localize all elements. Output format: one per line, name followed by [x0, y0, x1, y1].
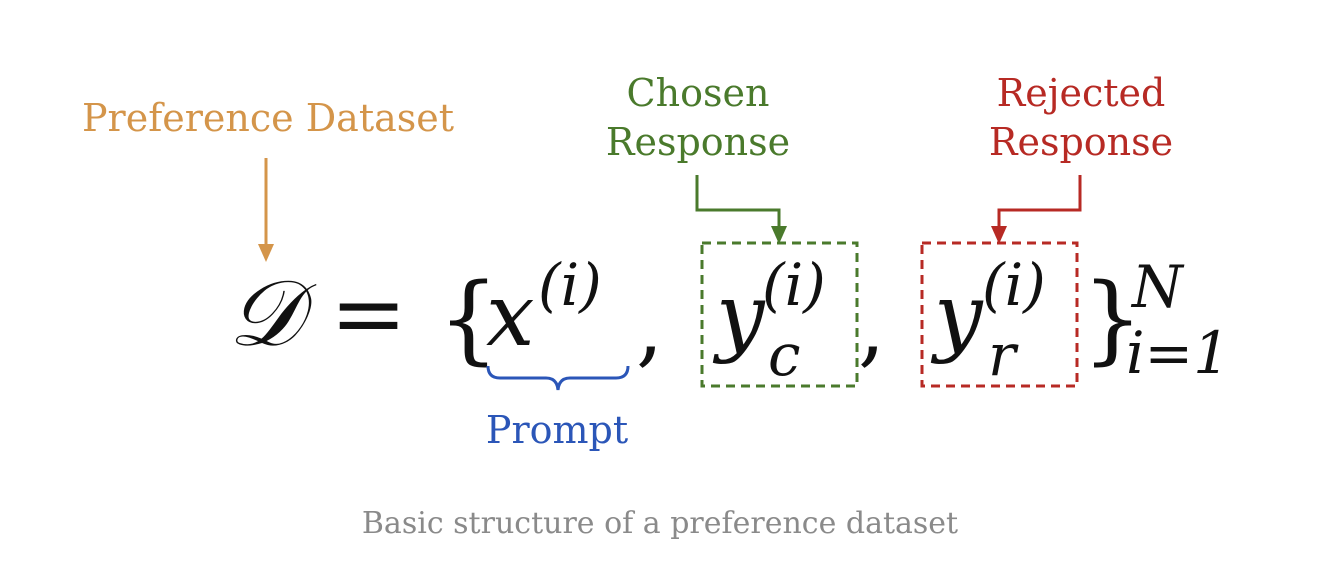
lower-limit: i=1 [1126, 319, 1230, 387]
rejected-label-line2: Response [989, 120, 1173, 164]
chosen-label-line1: Chosen [627, 71, 770, 115]
rejected-response-box [920, 241, 1079, 388]
chosen-label-line2: Response [606, 120, 790, 164]
comma-2: , [858, 277, 885, 377]
rejected-label-line1: Rejected [997, 71, 1166, 115]
rejected-arrow-line [997, 175, 1082, 228]
chosen-variable-y: y [712, 266, 766, 366]
prompt-variable-x: x [486, 266, 535, 366]
upper-limit: N [1130, 253, 1185, 321]
dataset-symbol: 𝒟 [228, 260, 317, 367]
prompt-superscript: (i) [538, 251, 602, 319]
chosen-response-box [700, 241, 859, 388]
preference-dataset-label: Preference Dataset [82, 96, 454, 140]
rejected-arrow-head [991, 226, 1007, 244]
chosen-arrow-head [771, 226, 787, 244]
prompt-underbrace [486, 365, 630, 391]
comma-1: , [636, 277, 663, 377]
chosen-superscript: (i) [762, 251, 826, 319]
open-brace: { [438, 263, 499, 375]
chosen-arrow-line [695, 175, 781, 228]
chosen-subscript: c [768, 321, 800, 389]
rejected-variable-y: y [930, 266, 984, 366]
rejected-superscript: (i) [982, 251, 1046, 319]
close-brace: } [1082, 263, 1143, 375]
dataset-arrow-head [258, 244, 274, 262]
rejected-subscript: r [988, 321, 1019, 389]
equals-sign: = [330, 260, 407, 367]
prompt-label: Prompt [486, 408, 628, 452]
figure-caption: Basic structure of a preference dataset [362, 506, 958, 541]
